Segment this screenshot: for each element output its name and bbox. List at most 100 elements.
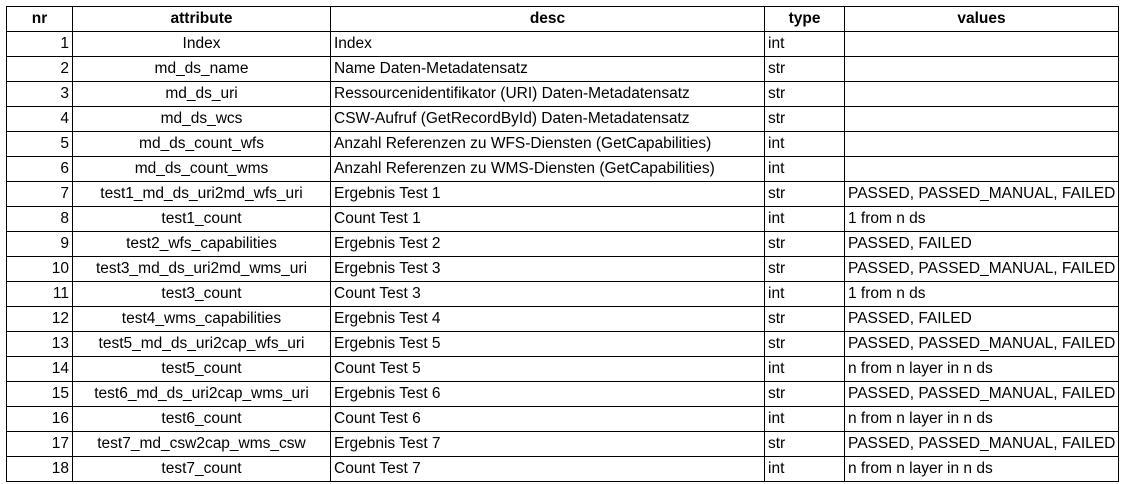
- cell-nr[interactable]: 10: [6, 256, 73, 282]
- cell-desc[interactable]: CSW-Aufruf (GetRecordById) Daten-Metadat…: [330, 106, 765, 132]
- cell-attribute[interactable]: md_ds_name: [72, 56, 331, 82]
- cell-values[interactable]: [844, 56, 1119, 82]
- header-type[interactable]: type: [764, 6, 845, 32]
- cell-attribute[interactable]: test6_count: [72, 406, 331, 432]
- cell-nr[interactable]: 4: [6, 106, 73, 132]
- cell-attribute[interactable]: test3_count: [72, 281, 331, 307]
- cell-nr[interactable]: 15: [6, 381, 73, 407]
- cell-desc[interactable]: Count Test 7: [330, 456, 765, 482]
- cell-values[interactable]: PASSED, PASSED_MANUAL, FAILED: [844, 381, 1119, 407]
- cell-type[interactable]: int: [764, 281, 845, 307]
- cell-type[interactable]: str: [764, 381, 845, 407]
- cell-desc[interactable]: Count Test 5: [330, 356, 765, 382]
- cell-values[interactable]: [844, 131, 1119, 157]
- cell-nr[interactable]: 14: [6, 356, 73, 382]
- cell-attribute[interactable]: md_ds_uri: [72, 81, 331, 107]
- cell-type[interactable]: int: [764, 406, 845, 432]
- cell-type[interactable]: str: [764, 81, 845, 107]
- cell-values[interactable]: [844, 31, 1119, 57]
- cell-nr[interactable]: 8: [6, 206, 73, 232]
- cell-nr[interactable]: 7: [6, 181, 73, 207]
- header-attribute[interactable]: attribute: [72, 6, 331, 32]
- header-desc[interactable]: desc: [330, 6, 765, 32]
- cell-values[interactable]: n from n layer in n ds: [844, 356, 1119, 382]
- cell-type[interactable]: str: [764, 231, 845, 257]
- cell-attribute[interactable]: test1_count: [72, 206, 331, 232]
- cell-values[interactable]: 1 from n ds: [844, 281, 1119, 307]
- cell-values[interactable]: PASSED, PASSED_MANUAL, FAILED: [844, 331, 1119, 357]
- cell-nr[interactable]: 2: [6, 56, 73, 82]
- cell-nr[interactable]: 13: [6, 331, 73, 357]
- cell-values[interactable]: [844, 81, 1119, 107]
- cell-nr[interactable]: 9: [6, 231, 73, 257]
- cell-attribute[interactable]: test1_md_ds_uri2md_wfs_uri: [72, 181, 331, 207]
- cell-nr[interactable]: 11: [6, 281, 73, 307]
- cell-attribute[interactable]: test4_wms_capabilities: [72, 306, 331, 332]
- cell-nr[interactable]: 18: [6, 456, 73, 482]
- cell-desc[interactable]: Ergebnis Test 1: [330, 181, 765, 207]
- cell-desc[interactable]: Ergebnis Test 5: [330, 331, 765, 357]
- cell-type[interactable]: int: [764, 206, 845, 232]
- cell-desc[interactable]: Ergebnis Test 3: [330, 256, 765, 282]
- cell-nr[interactable]: 17: [6, 431, 73, 457]
- cell-attribute[interactable]: md_ds_wcs: [72, 106, 331, 132]
- cell-type[interactable]: str: [764, 431, 845, 457]
- cell-nr[interactable]: 5: [6, 131, 73, 157]
- cell-nr[interactable]: 12: [6, 306, 73, 332]
- cell-values[interactable]: PASSED, FAILED: [844, 231, 1119, 257]
- header-nr[interactable]: nr: [6, 6, 73, 32]
- cell-attribute[interactable]: test7_md_csw2cap_wms_csw: [72, 431, 331, 457]
- cell-type[interactable]: int: [764, 131, 845, 157]
- cell-attribute[interactable]: test7_count: [72, 456, 331, 482]
- cell-desc[interactable]: Anzahl Referenzen zu WFS-Diensten (GetCa…: [330, 131, 765, 157]
- cell-values[interactable]: n from n layer in n ds: [844, 406, 1119, 432]
- cell-attribute[interactable]: test5_count: [72, 356, 331, 382]
- cell-attribute[interactable]: md_ds_count_wms: [72, 156, 331, 182]
- cell-values[interactable]: n from n layer in n ds: [844, 456, 1119, 482]
- cell-type[interactable]: str: [764, 106, 845, 132]
- cell-values[interactable]: PASSED, PASSED_MANUAL, FAILED: [844, 181, 1119, 207]
- cell-attribute[interactable]: md_ds_count_wfs: [72, 131, 331, 157]
- cell-desc[interactable]: Index: [330, 31, 765, 57]
- cell-attribute[interactable]: test5_md_ds_uri2cap_wfs_uri: [72, 331, 331, 357]
- cell-attribute[interactable]: Index: [72, 31, 331, 57]
- cell-nr[interactable]: 6: [6, 156, 73, 182]
- cell-desc[interactable]: Ergebnis Test 2: [330, 231, 765, 257]
- cell-type[interactable]: int: [764, 456, 845, 482]
- cell-type[interactable]: str: [764, 256, 845, 282]
- cell-values[interactable]: PASSED, PASSED_MANUAL, FAILED: [844, 256, 1119, 282]
- cell-desc[interactable]: Count Test 3: [330, 281, 765, 307]
- cell-attribute[interactable]: test3_md_ds_uri2md_wms_uri: [72, 256, 331, 282]
- cell-type[interactable]: str: [764, 56, 845, 82]
- cell-type[interactable]: str: [764, 306, 845, 332]
- cell-values[interactable]: PASSED, PASSED_MANUAL, FAILED: [844, 431, 1119, 457]
- cell-nr[interactable]: 3: [6, 81, 73, 107]
- cell-desc[interactable]: Count Test 1: [330, 206, 765, 232]
- cell-nr[interactable]: 1: [6, 31, 73, 57]
- cell-desc[interactable]: Ergebnis Test 7: [330, 431, 765, 457]
- cell-values[interactable]: PASSED, FAILED: [844, 306, 1119, 332]
- cell-desc[interactable]: Ergebnis Test 4: [330, 306, 765, 332]
- cell-attribute[interactable]: test6_md_ds_uri2cap_wms_uri: [72, 381, 331, 407]
- cell-values[interactable]: 1 from n ds: [844, 206, 1119, 232]
- cell-desc[interactable]: Count Test 6: [330, 406, 765, 432]
- cell-attribute[interactable]: test2_wfs_capabilities: [72, 231, 331, 257]
- cell-desc[interactable]: Anzahl Referenzen zu WMS-Diensten (GetCa…: [330, 156, 765, 182]
- cell-values[interactable]: [844, 106, 1119, 132]
- cell-type[interactable]: int: [764, 156, 845, 182]
- header-values[interactable]: values: [844, 6, 1119, 32]
- cell-desc[interactable]: Name Daten-Metadatensatz: [330, 56, 765, 82]
- cell-type[interactable]: str: [764, 181, 845, 207]
- cell-nr[interactable]: 16: [6, 406, 73, 432]
- cell-values[interactable]: [844, 156, 1119, 182]
- cell-type[interactable]: int: [764, 31, 845, 57]
- cell-desc[interactable]: Ergebnis Test 6: [330, 381, 765, 407]
- cell-type[interactable]: int: [764, 356, 845, 382]
- cell-desc[interactable]: Ressourcenidentifikator (URI) Daten-Meta…: [330, 81, 765, 107]
- cell-type[interactable]: str: [764, 331, 845, 357]
